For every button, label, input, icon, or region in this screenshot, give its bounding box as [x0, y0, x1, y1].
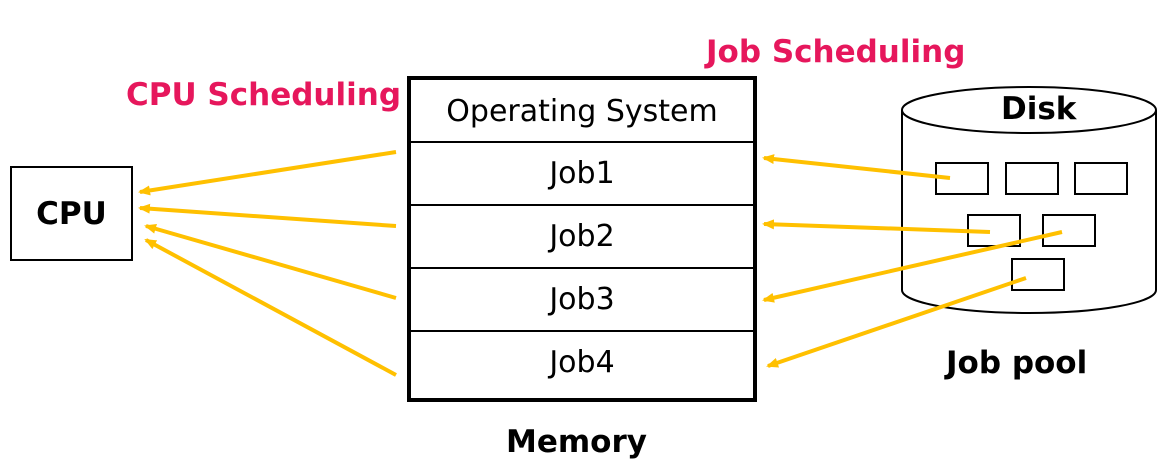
memory-row-operating-system: Operating System [446, 94, 718, 129]
cpu-scheduling-label: CPU Scheduling [126, 77, 402, 113]
disk-job-block [1042, 214, 1096, 247]
disk-job-block [1074, 162, 1128, 195]
arrow-disk-to-memory [762, 219, 991, 234]
memory-block: Operating System Job1 Job2 Job3 Job4 [407, 76, 757, 402]
memory-row-job4: Job4 [411, 330, 753, 393]
cpu-box: CPU [10, 166, 133, 261]
memory-row-job2: Job2 [411, 204, 753, 267]
disk-cylinder [901, 86, 1157, 314]
arrow-disk-to-memory [762, 154, 951, 180]
arrow-disk-to-memory [762, 230, 1063, 303]
memory-row-job1: Job1 [411, 141, 753, 204]
arrow-memory-to-cpu [144, 223, 397, 300]
arrow-memory-to-cpu [144, 238, 397, 377]
job-scheduling-label: Job Scheduling [706, 34, 966, 70]
memory-label: Memory [506, 424, 647, 460]
cpu-label: CPU [36, 195, 107, 232]
disk-label: Disk [1001, 91, 1077, 127]
arrow-memory-to-cpu [138, 203, 397, 228]
memory-row-job3: Job3 [411, 267, 753, 330]
job-pool-label: Job pool [946, 345, 1088, 381]
disk-job-block [1005, 162, 1059, 195]
arrow-disk-to-memory [766, 276, 1027, 368]
disk-job-block [1011, 258, 1065, 291]
arrow-memory-to-cpu [138, 150, 397, 196]
